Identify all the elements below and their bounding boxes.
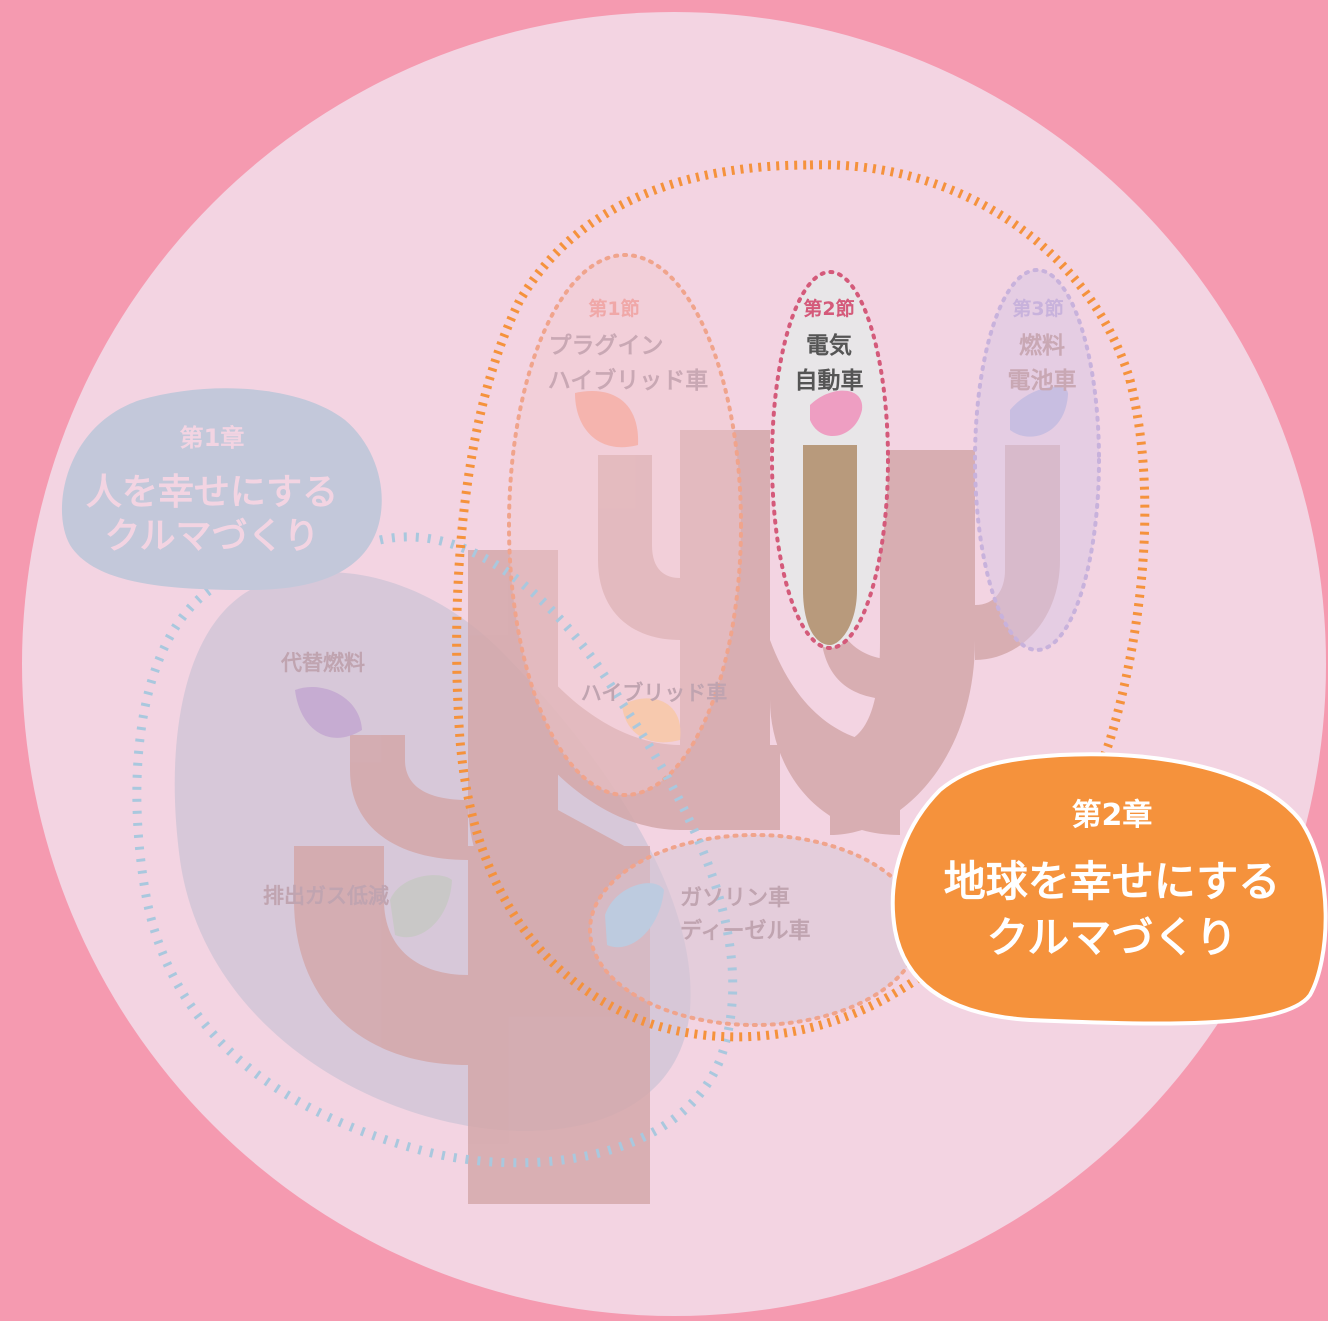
section2-line1: 電気 — [806, 332, 852, 359]
leaf-ev — [810, 390, 863, 437]
section1-line1: プラグイン — [549, 332, 664, 359]
section3-line1: 燃料 — [1019, 332, 1065, 359]
section2-label: 第2節 — [803, 297, 854, 320]
chapter1-bubble[interactable] — [61, 388, 382, 590]
section3-oval — [973, 268, 1101, 652]
chapter2-label: 第2章 — [1072, 798, 1153, 833]
section1-oval — [507, 253, 743, 797]
chapter1-label: 第1章 — [180, 424, 245, 452]
chapter2-title-line1: 地球を幸せにする — [944, 857, 1280, 906]
leaf-alt-fuel — [295, 686, 362, 738]
ev-trunk — [803, 445, 857, 645]
gasoline-line1: ガソリン車 — [680, 886, 790, 911]
section3-line2: 電池車 — [1008, 368, 1077, 394]
emission-label: 排出ガス低減 — [263, 884, 389, 908]
leaf-hybrid — [622, 698, 681, 743]
alt-fuel-label: 代替燃料 — [280, 651, 365, 675]
section1-line2: ハイブリッド車 — [548, 367, 709, 394]
leaf-fcv — [1010, 386, 1069, 437]
chapter2-title-line2: クルマづくり — [987, 913, 1238, 962]
leaf-phev — [575, 390, 639, 448]
section1-label: 第1節 — [588, 297, 639, 320]
chapter1-title-line1: 人を幸せにする — [86, 472, 338, 513]
leaf-gasoline — [605, 883, 664, 948]
gasoline-line2: ディーゼル車 — [680, 918, 810, 944]
leaf-emission — [390, 875, 452, 938]
hybrid-label: ハイブリッド車 — [581, 681, 728, 705]
section3-label: 第3節 — [1012, 297, 1063, 320]
chapter2-dotted-loop — [452, 160, 1150, 1042]
section2-line2: 自動車 — [795, 367, 864, 394]
chapter2-bubble[interactable] — [890, 752, 1328, 1026]
chapter1-title-line2: クルマづくり — [105, 516, 320, 557]
chapter1-dotted-loop — [132, 532, 738, 1168]
